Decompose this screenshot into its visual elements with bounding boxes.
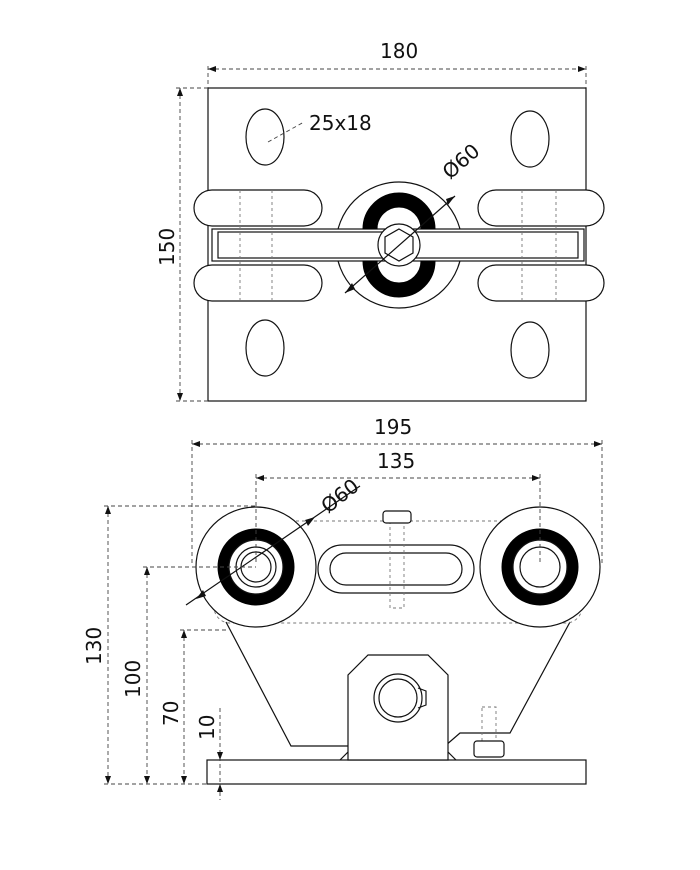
front-overall-width-label: 195 <box>374 415 412 439</box>
top-left-wheel-lower <box>193 264 323 302</box>
front-wheel-spacing-label: 135 <box>377 449 415 473</box>
slot-top-right <box>510 110 550 168</box>
top-view: Ø60 25x18 180 150 <box>155 39 605 402</box>
top-right-wheel-lower <box>477 264 605 302</box>
slot-bottom-left <box>245 319 285 377</box>
front-side-bolt-nut <box>473 740 505 758</box>
top-width-label: 180 <box>380 39 418 63</box>
top-left-wheel-upper <box>193 189 323 227</box>
front-clamp-hole <box>373 673 423 723</box>
front-height-130-label: 130 <box>82 627 106 665</box>
front-view: Ø60 195 135 130 100 70 <box>82 415 603 800</box>
front-slotted-link <box>317 544 475 594</box>
slot-bottom-right <box>510 321 550 379</box>
front-height-70-label: 70 <box>159 701 183 726</box>
top-slot-label: 25x18 <box>309 111 372 135</box>
top-height-label: 150 <box>155 228 179 266</box>
top-base-plate <box>207 87 587 402</box>
front-body <box>225 621 571 747</box>
slot-top-left <box>245 108 285 166</box>
top-right-wheel-upper <box>477 189 605 227</box>
front-plate-thickness-label: 10 <box>195 715 219 740</box>
top-center-bearing <box>362 192 436 230</box>
top-wheel-diameter-label: Ø60 <box>438 139 485 184</box>
front-top-bolt-head <box>382 510 412 524</box>
front-base-plate <box>206 759 587 785</box>
front-height-100-label: 100 <box>121 660 145 698</box>
